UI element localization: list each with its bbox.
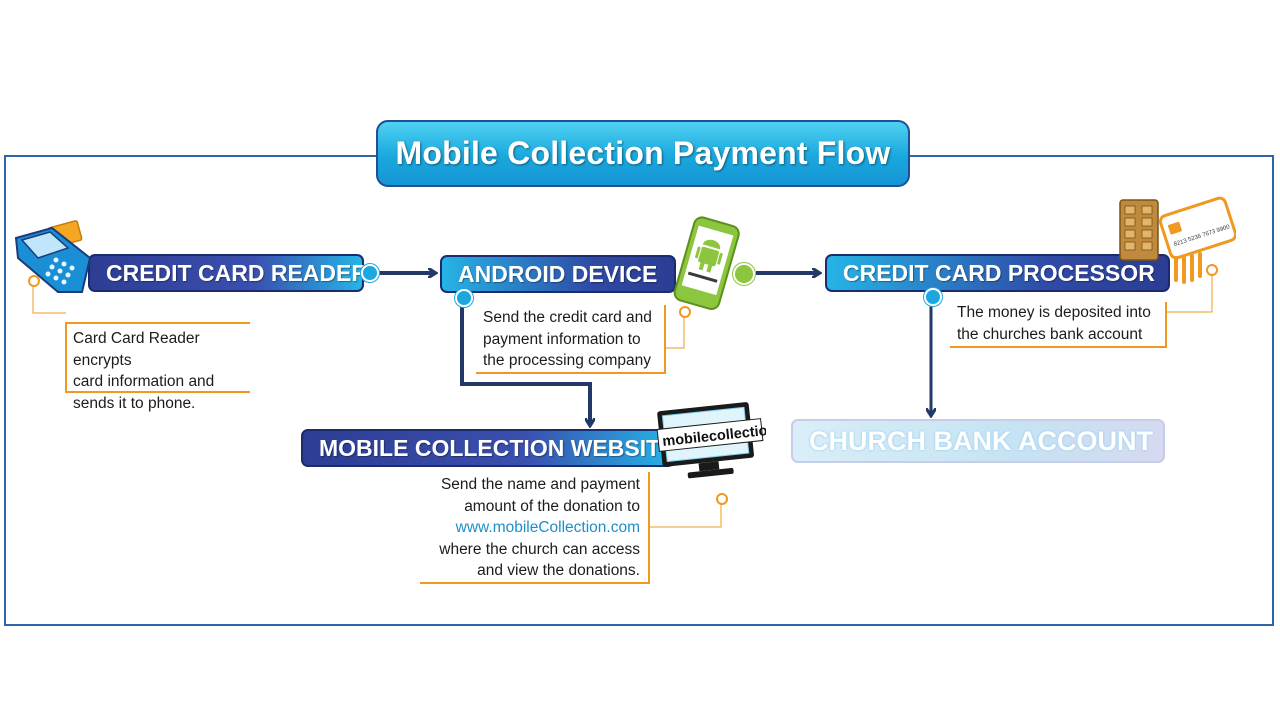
connector-dot [924, 288, 942, 306]
note-line: and view the donations. [477, 562, 640, 579]
note-line: card information and [73, 373, 215, 390]
node-android-device: ANDROID DEVICE [440, 255, 676, 293]
note-credit-card-processor: The money is deposited into the churches… [950, 302, 1167, 348]
leader-dot [679, 306, 691, 318]
leader-reader [32, 286, 66, 314]
note-line: amount of the donation to [464, 497, 640, 515]
leader-website [650, 503, 722, 528]
leader-dot [716, 493, 728, 505]
card-reader-icon [14, 220, 92, 293]
leader-processor [1166, 275, 1213, 313]
diagram-title: Mobile Collection Payment Flow [376, 120, 910, 187]
note-mobile-collection-website: Send the name and payment amount of the … [420, 472, 650, 584]
note-line: Card Card Reader encrypts [73, 330, 200, 369]
leader-dot [28, 275, 40, 287]
note-line: the processing company [483, 352, 652, 369]
note-line: where the church can access [439, 540, 640, 558]
leader-android [665, 316, 685, 349]
connector-dot [733, 263, 755, 285]
note-line: Send the credit card and [483, 309, 652, 326]
android-phone-icon [673, 216, 740, 310]
note-android-device: Send the credit card and payment informa… [476, 305, 666, 374]
note-line: sends it to phone. [73, 394, 196, 412]
note-line: The money is deposited into [957, 304, 1151, 321]
node-mobile-collection-website: MOBILE COLLECTION WEBSITE [301, 429, 676, 467]
note-line: the churches bank account [957, 325, 1143, 343]
node-church-bank-account: CHURCH BANK ACCOUNT [791, 419, 1165, 463]
leader-dot [1206, 264, 1218, 276]
website-link[interactable]: www.mobileCollection.com [455, 519, 640, 536]
credit-card-chip-icon: 8213 5236 7673 9900 [1119, 196, 1236, 284]
monitor-icon: mobilecollection.com [656, 402, 766, 479]
connector-dot [455, 289, 473, 307]
arrow-android-to-website [460, 305, 590, 424]
note-line: Send the name and payment [440, 476, 640, 493]
note-credit-card-reader: Card Card Reader encrypts card informati… [65, 322, 250, 412]
note-line: payment information to [483, 330, 641, 348]
node-credit-card-processor: CREDIT CARD PROCESSOR [825, 254, 1170, 292]
connector-dot [361, 264, 379, 282]
node-credit-card-reader: CREDIT CARD READER [88, 254, 368, 292]
